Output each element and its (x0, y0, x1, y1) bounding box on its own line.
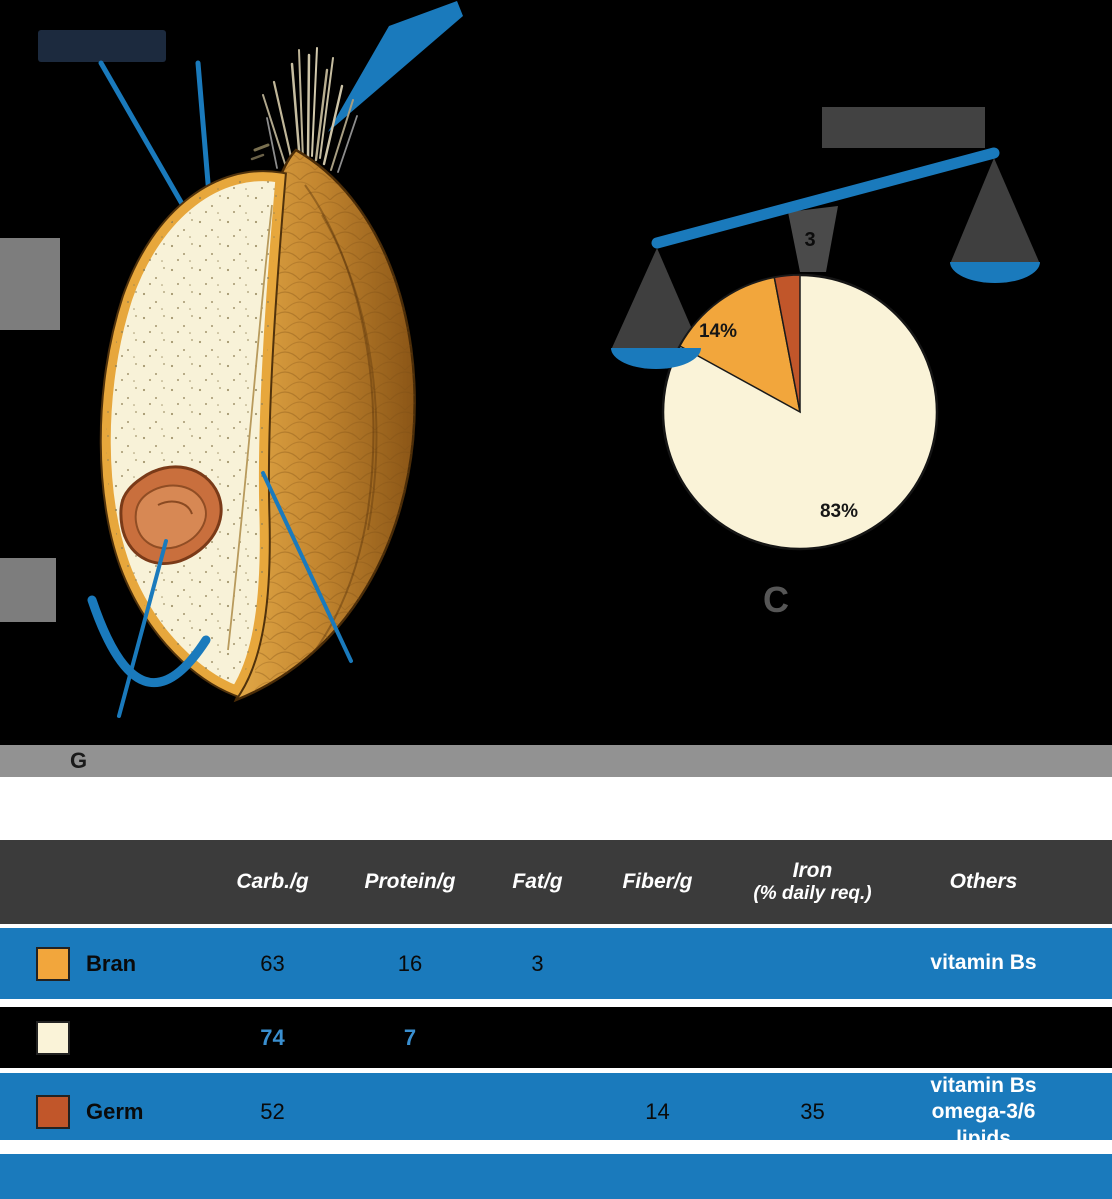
header-iron-line2: (% daily req.) (753, 883, 872, 905)
pie-label-endosperm: 83% (820, 501, 858, 522)
endosperm-pointer-line (261, 471, 353, 663)
header-others: Others (949, 870, 1018, 893)
left-margin-block-1 (0, 238, 60, 330)
endosperm-protein-value: 7 (403, 1024, 417, 1050)
scale-right-hanger (950, 158, 1040, 264)
band-label-fragment: G (70, 748, 88, 773)
germ-inner-detail (134, 484, 207, 550)
table-header-row: Carb./g Protein/g Fat/g Fiber/g Iron (% … (0, 840, 1112, 924)
composition-heading-fragment: C (763, 579, 789, 620)
table-row-endosperm: 74 7 (0, 1007, 1112, 1068)
grain-infographic-figure: 14% 83% 3 C (0, 0, 1112, 745)
germ-name-cell: Germ (0, 1095, 205, 1130)
scale-left-hanger (611, 248, 701, 350)
header-fiber: Fiber/g (622, 870, 693, 893)
germ-row-label: Germ (86, 1099, 144, 1125)
pie-slice-bran (678, 276, 802, 414)
wheat-grain-illustration (99, 148, 416, 703)
scale-left-pan (611, 348, 701, 369)
germ-fiber-value: 14 (645, 1099, 670, 1125)
nutrition-table: Carb./g Protein/g Fat/g Fiber/g Iron (% … (0, 840, 1112, 1150)
left-margin-block-2 (0, 558, 56, 622)
header-iron: Iron (% daily req.) (720, 859, 905, 905)
divider-band: G (0, 745, 1112, 777)
grain-crease-line (227, 204, 273, 651)
header-protein: Protein/g (364, 870, 456, 893)
bran-fat-value: 3 (531, 950, 544, 976)
brush-pointer-wedge (328, 1, 463, 132)
pie-label-bran: 14% (699, 321, 737, 342)
endosperm-name-cell (0, 1020, 205, 1055)
scale-beam (651, 147, 1000, 249)
bran-color-swatch (36, 946, 70, 981)
germ-others-value: vitamin Bs omega-3/6 lipids (905, 1073, 1112, 1152)
germ-others-line1: vitamin Bs (930, 1074, 1037, 1097)
footer-accent-bar (0, 1154, 1112, 1199)
bran-others-value: vitamin Bs (930, 951, 1037, 975)
pie-slice-germ (773, 274, 801, 413)
scale-top-bar (822, 107, 985, 148)
germ-others-line2: omega-3/6 lipids (931, 1100, 1036, 1150)
header-iron-line1: Iron (792, 859, 833, 882)
balance-scale-illustration (611, 107, 1040, 350)
table-row-bran: Bran 63 16 3 vitamin Bs (0, 928, 1112, 999)
white-gap (0, 777, 1112, 840)
pie-label-germ: 3 (804, 229, 815, 251)
germ-iron-value: 35 (800, 1099, 825, 1125)
header-carb: Carb./g (236, 870, 309, 893)
table-row-germ: Germ 52 14 35 vitamin Bs omega-3/6 lipid… (0, 1073, 1112, 1150)
header-fat: Fat/g (512, 870, 563, 893)
bran-name-cell: Bran (0, 946, 205, 981)
bran-protein-value: 16 (397, 950, 423, 976)
composition-pie-chart: 14% 83% (661, 273, 939, 551)
endosperm-color-swatch (36, 1020, 70, 1055)
endosperm-carb-value: 74 (260, 1024, 285, 1050)
bran-label-box (38, 30, 166, 62)
brush-hairs-icon (250, 47, 358, 173)
germ-color-swatch (36, 1095, 70, 1130)
bran-row-label: Bran (86, 950, 137, 976)
germ-callout-swoosh (87, 595, 211, 688)
germ-carb-value: 52 (260, 1099, 285, 1125)
scale-right-pan (950, 262, 1040, 283)
germ-pointer-line (117, 539, 168, 718)
scale-center-post (788, 206, 838, 272)
bran-carb-value: 63 (260, 950, 285, 976)
